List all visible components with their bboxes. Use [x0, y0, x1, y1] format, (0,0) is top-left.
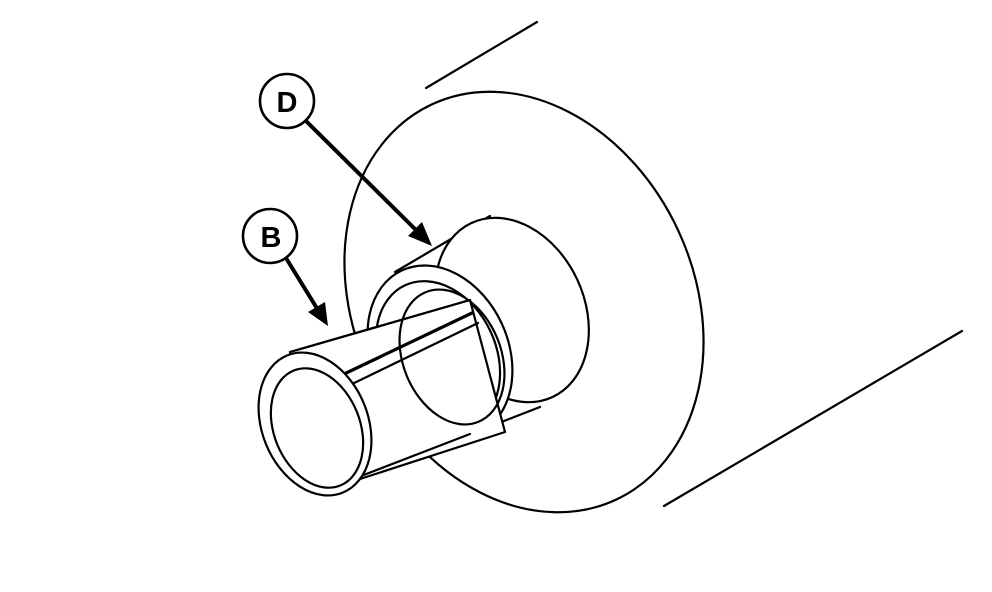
callout-b-label: B: [261, 222, 282, 254]
callout-b-circle: [241, 207, 299, 265]
callout-b-arrowhead: [308, 302, 328, 326]
callout-d-group: D: [258, 72, 432, 246]
drum-bottom-edge: [662, 329, 964, 508]
callout-d-leader: [303, 118, 420, 234]
bushing-split-line-1: [340, 311, 474, 377]
bushing-split-line-2: [346, 321, 480, 388]
callout-b-group: B: [241, 207, 328, 326]
callout-d-arrowhead: [408, 222, 432, 246]
drum-top-edge: [424, 20, 539, 90]
bushing-front-inner-bore: [269, 367, 365, 489]
split-bushing: [257, 288, 507, 497]
callout-d-circle: [258, 72, 316, 130]
bushing-rear-end: [398, 288, 506, 426]
callout-b-leader: [284, 256, 320, 312]
bushing-top-edge: [288, 298, 472, 354]
callout-d-label: D: [277, 87, 298, 119]
